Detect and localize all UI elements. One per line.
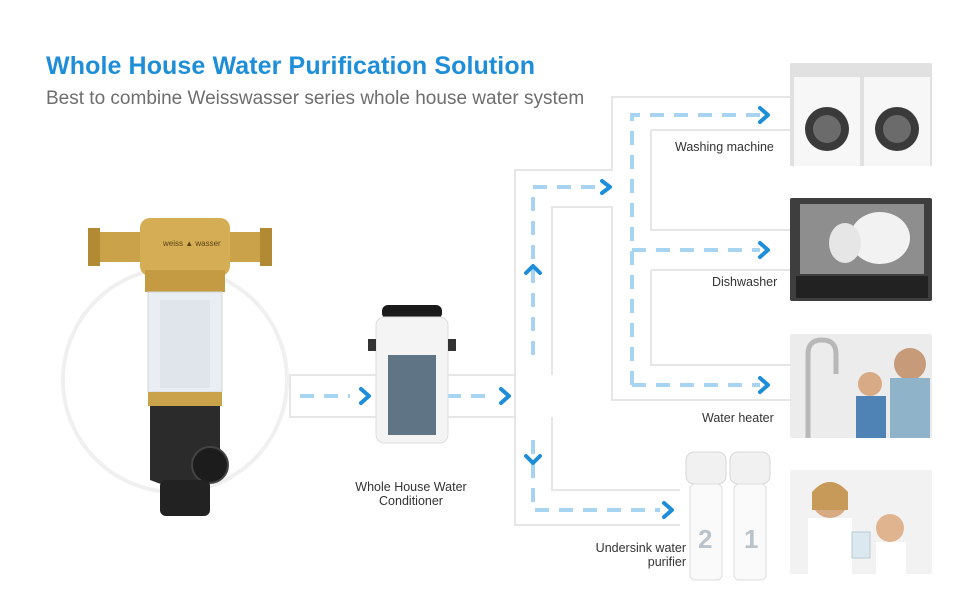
dishwasher-drawing <box>790 198 932 301</box>
water-heater-label: Water heater <box>702 411 774 425</box>
purifier-label-text: Undersink water purifier <box>586 541 686 569</box>
purifier-usage-photo <box>790 470 932 574</box>
purifier-cartridge-2 <box>689 483 723 581</box>
purifier-image: 2 1 <box>685 451 771 581</box>
brass-thread-right <box>260 228 272 266</box>
water-heater-drawing <box>790 334 932 438</box>
page-subtitle: Best to combine Weisswasser series whole… <box>46 88 585 109</box>
purifier-label-line2: purifier <box>647 555 686 569</box>
pipe-upper-outline <box>514 96 790 375</box>
arrow-right-2 <box>499 387 511 405</box>
purifier-cartridge-1 <box>733 483 767 581</box>
washing-machine-label: Washing machine <box>675 140 774 154</box>
pipe-inner-outline <box>551 206 790 401</box>
arrow-right-1 <box>359 387 371 405</box>
conditioner-port-right <box>448 339 456 351</box>
flow-dashes <box>300 113 760 512</box>
dishwasher-photo <box>790 198 932 301</box>
brass-ring <box>148 392 222 406</box>
stage-1-number: 1 <box>744 524 758 554</box>
flush-valve-knob <box>191 446 229 484</box>
mesh-insert <box>160 300 210 388</box>
conditioner-label-line1: Whole House Water <box>355 480 467 494</box>
pipe-branch-outline <box>650 129 790 366</box>
arrow-down <box>524 454 542 465</box>
flow-arrows <box>359 106 770 519</box>
flow-washing <box>630 113 760 385</box>
pipe-lower-outline <box>514 417 680 526</box>
arrow-right-up-branch <box>600 179 612 195</box>
arrow-heater <box>758 376 770 394</box>
purifier-head-2 <box>685 451 727 485</box>
water-heater-photo <box>790 334 932 438</box>
brass-head <box>140 218 230 276</box>
flow-to-purifier <box>531 440 660 512</box>
arrow-dishwasher <box>758 241 770 259</box>
page-title: Whole House Water Purification Solution <box>46 52 536 80</box>
purifier-label-line1: Undersink water <box>595 541 686 555</box>
conditioner-cap <box>382 305 442 319</box>
conditioner-port-left <box>368 339 376 351</box>
purifier-head-1 <box>729 451 771 485</box>
arrow-purifier <box>662 501 674 519</box>
arrow-up <box>524 264 542 275</box>
prefilter-image: weiss ▲ wasser <box>61 218 289 516</box>
purifier-usage-drawing <box>790 470 932 574</box>
arrow-washing <box>758 106 770 124</box>
prefilter-brand: weiss ▲ wasser <box>162 239 221 248</box>
conditioner-image <box>368 305 456 444</box>
conditioner-label <box>388 355 436 435</box>
brass-thread-left <box>88 228 100 266</box>
dishwasher-label: Dishwasher <box>712 275 778 289</box>
conditioner-label-line2: Conditioner <box>379 494 443 508</box>
drain-cap <box>160 480 210 516</box>
stage-2-number: 2 <box>698 524 712 554</box>
brass-collar <box>145 270 225 292</box>
flow-up-branch <box>531 185 598 355</box>
washing-machine-photo <box>790 63 932 166</box>
washing-machine-drawing <box>790 63 932 166</box>
conditioner-label-text: Whole House Water Conditioner <box>352 480 470 508</box>
